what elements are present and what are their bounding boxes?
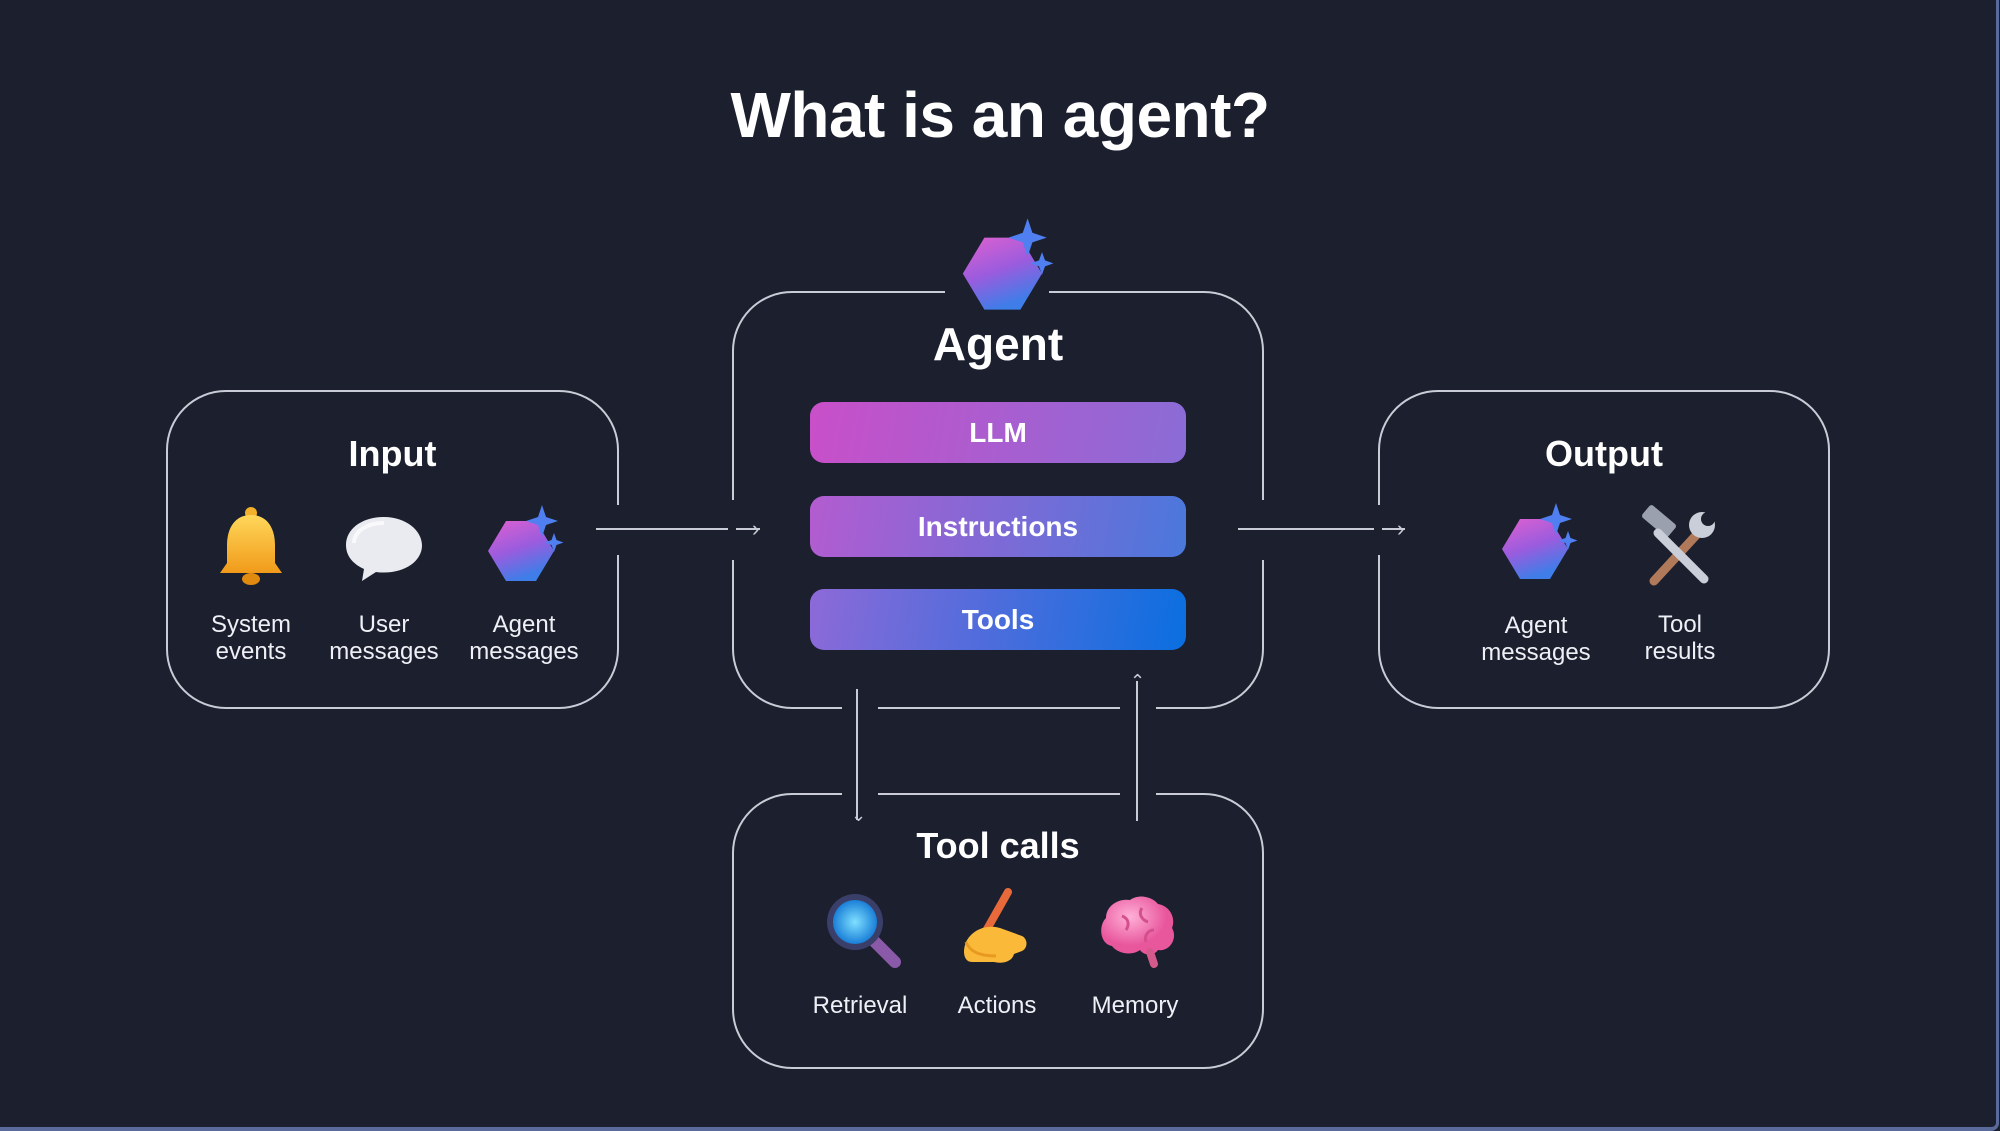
tool-call-retrieval: Retrieval [812,992,908,1019]
brain-icon [1092,886,1182,976]
agent-hexagon-sparkle-icon [1488,501,1578,591]
arrow-line [1136,780,1138,820]
output-heading: Output [1545,433,1663,474]
writing-hand-icon [952,886,1042,976]
input-heading: Input [348,433,437,474]
arrow-toolcalls-to-agent [1136,681,1138,821]
label-line: User [358,611,410,638]
box-gap [728,500,736,560]
tools-bar: Tools [810,589,1186,650]
speech-bubble-icon [339,503,429,593]
agent-hexagon-sparkle-icon [946,216,1054,324]
tool-call-actions: Actions [957,992,1037,1019]
arrow-agent-to-toolcalls [856,689,858,819]
label-line: Tool [1657,611,1703,638]
arrow-input-to-agent [596,528,760,530]
agent-hexagon-sparkle-icon [474,503,564,593]
magnifier-icon [819,886,909,976]
arrow-head-right: › [752,516,760,541]
label-line: results [1644,638,1716,665]
label-line: messages [329,638,439,665]
tool-calls-box [732,793,1264,1069]
arrow-agent-to-output [1238,528,1405,530]
label-line: messages [1481,639,1591,666]
box-gap [1374,505,1382,555]
slide-title: What is an agent? [730,79,1270,151]
label-line: Agent [492,611,556,638]
box-gap [615,505,623,555]
bell-icon [206,503,296,593]
label-line: Agent [1504,612,1568,639]
box-gap [1260,500,1268,560]
label-line: System [210,611,291,638]
tool-calls-heading: Tool calls [916,825,1080,866]
box-gap [842,700,878,714]
arrow-head-up: ⌃ [1130,671,1146,691]
box-gap [1120,700,1156,714]
agent-heading: Agent [932,318,1064,370]
tool-call-memory: Memory [1091,992,1179,1019]
arrow-head-down: ⌄ [851,805,867,825]
llm-bar: LLM [810,402,1186,463]
hammer-wrench-icon [1634,503,1724,593]
arrow-head-right: › [1397,516,1405,541]
box-gap [1120,788,1156,800]
instructions-bar: Instructions [810,496,1186,557]
label-line: messages [469,638,579,665]
label-line: events [215,638,287,665]
box-gap [842,788,878,800]
arrow-line [856,780,858,820]
